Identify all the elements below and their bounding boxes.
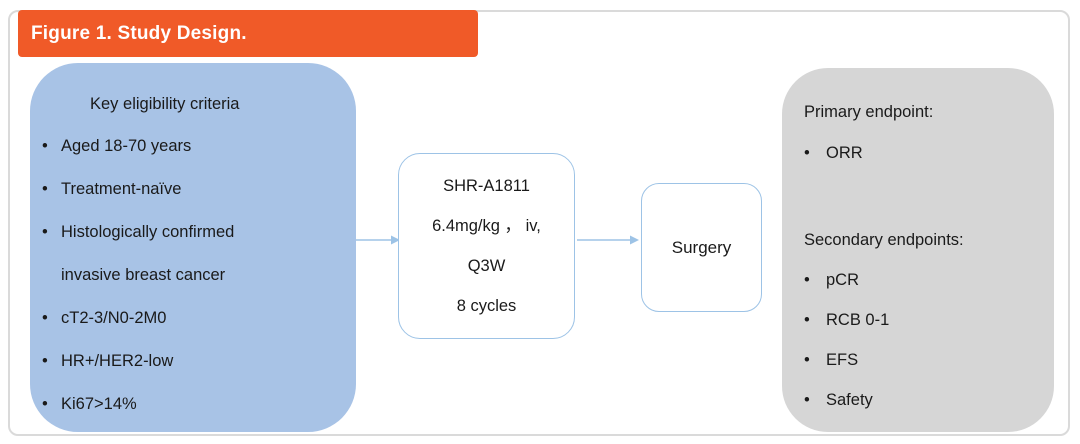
eligibility-item: • HR+/HER2-low [42,340,340,383]
eligibility-item: • Aged 18-70 years [42,125,340,168]
treatment-box: SHR-A1811 6.4mg/kg ， iv, Q3W 8 cycles [398,153,575,339]
figure-title: Figure 1. Study Design. [31,22,247,44]
surgery-label: Surgery [671,237,732,257]
endpoint-item: • EFS [804,340,1036,380]
endpoint-item: • RCB 0-1 [804,300,1036,340]
bullet-icon: • [42,395,48,413]
secondary-endpoints-list: • pCR • RCB 0-1 • EFS • Safety [804,260,1036,420]
endpoint-item: • pCR [804,260,1036,300]
bullet-icon: • [804,391,810,409]
endpoint-item-label: Safety [826,391,873,409]
treatment-line: 8 cycles [456,297,517,315]
eligibility-item: • Histologically confirmed invasive brea… [42,211,340,297]
bullet-icon: • [42,309,48,327]
eligibility-item-label: Histologically confirmed invasive breast… [61,223,235,284]
endpoint-item-label: ORR [826,144,863,162]
eligibility-item-label: HR+/HER2-low [61,352,174,370]
bullet-icon: • [804,311,810,329]
flow-arrow-icon [577,235,639,245]
eligibility-item: • Ki67>14% [42,383,340,426]
primary-endpoint-list: • ORR [804,132,1036,174]
eligibility-list: • Aged 18-70 years • Treatment-naïve • H… [42,125,340,426]
treatment-line: Q3W [467,257,506,275]
endpoint-item-label: pCR [826,271,860,289]
endpoint-item-label: RCB 0-1 [826,311,890,329]
bullet-icon: • [804,351,810,369]
figure-title-banner: Figure 1. Study Design. [18,10,478,57]
eligibility-box: Key eligibility criteria • Aged 18-70 ye… [30,63,356,432]
endpoint-item-label: EFS [826,351,859,369]
eligibility-item-label: Ki67>14% [61,395,137,413]
bullet-icon: • [804,144,810,162]
eligibility-title: Key eligibility criteria [90,95,240,113]
bullet-icon: • [804,271,810,289]
treatment-line: SHR-A1811 [443,177,530,195]
endpoints-box: Primary endpoint: • ORR Secondary endpoi… [782,68,1054,432]
surgery-box: Surgery [641,183,762,312]
primary-endpoint-title: Primary endpoint: [804,103,934,121]
bullet-icon: • [42,223,48,241]
eligibility-item: • Treatment-naïve [42,168,340,211]
endpoint-item: • ORR [804,132,1036,174]
endpoint-item: • Safety [804,380,1036,420]
secondary-endpoints-title: Secondary endpoints: [804,231,964,249]
bullet-icon: • [42,137,48,155]
eligibility-item-label: Treatment-naïve [61,180,182,198]
eligibility-item-label: cT2-3/N0-2M0 [61,309,167,327]
eligibility-item: • cT2-3/N0-2M0 [42,297,340,340]
bullet-icon: • [42,352,48,370]
eligibility-item-label: Aged 18-70 years [61,137,192,155]
treatment-line: 6.4mg/kg ， iv, [432,217,541,235]
flow-arrow-icon [356,235,400,245]
bullet-icon: • [42,180,48,198]
